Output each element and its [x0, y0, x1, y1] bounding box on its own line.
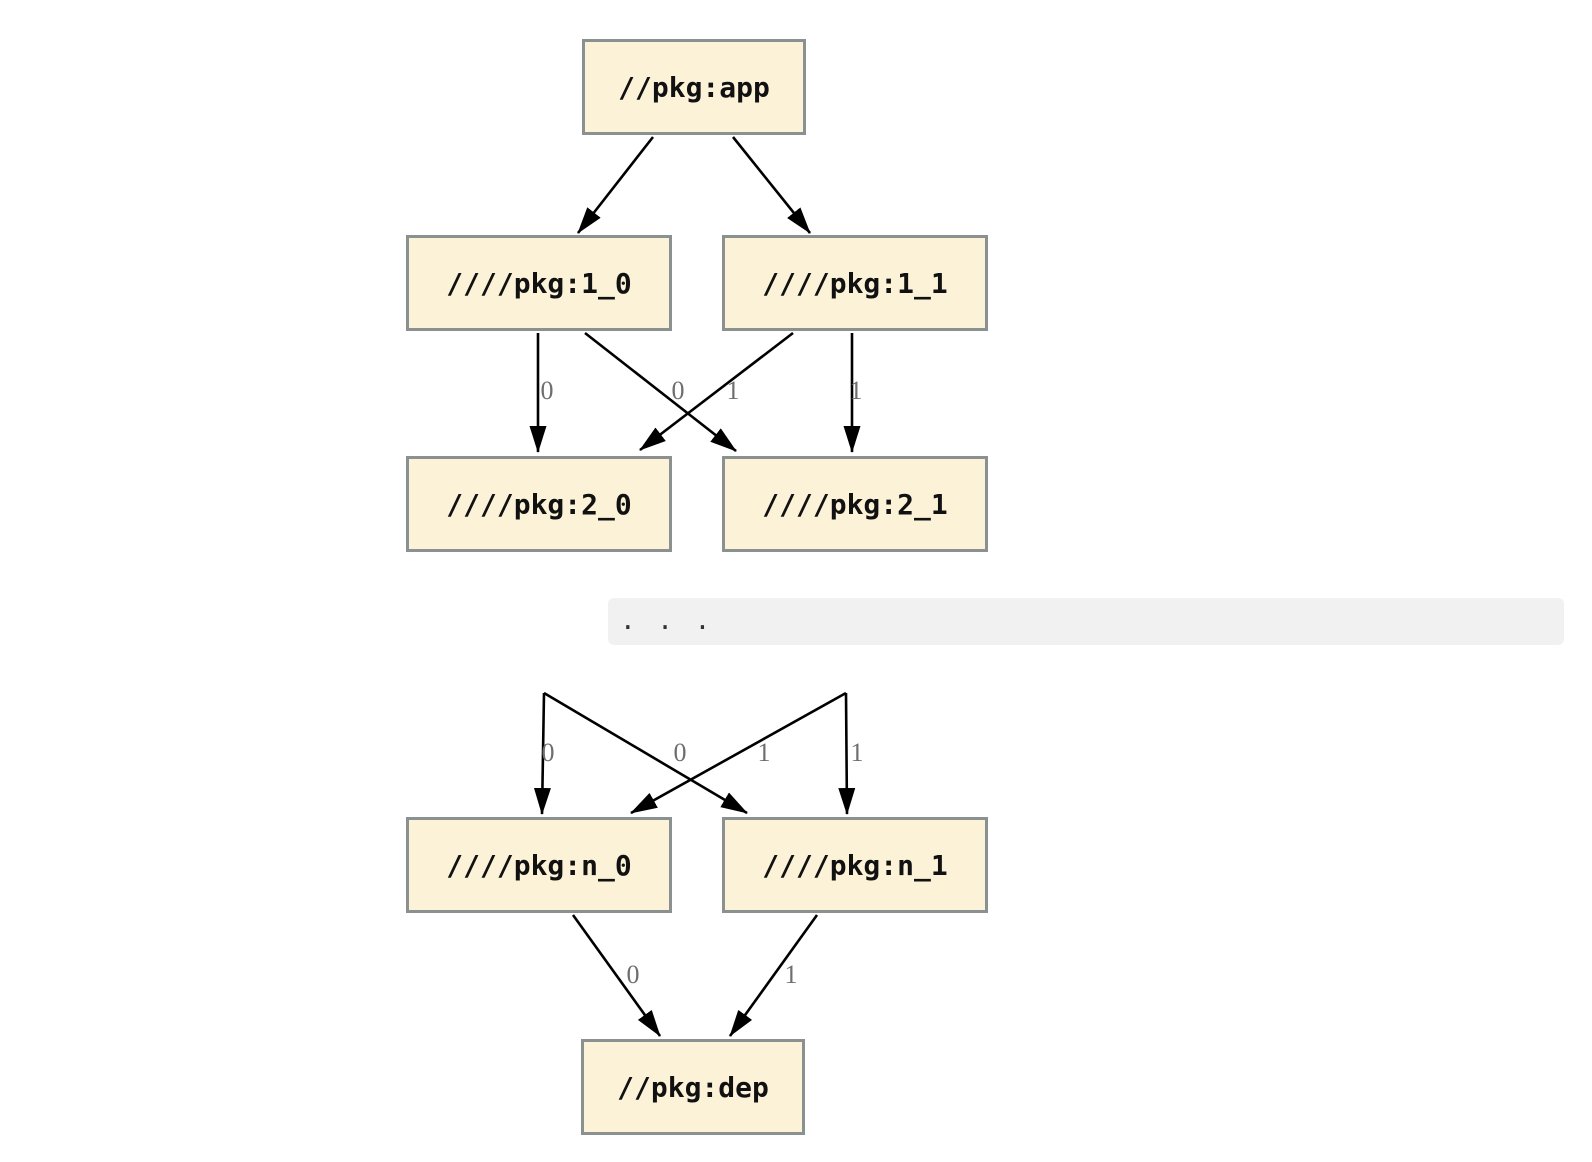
- edge-1_1-to-2_0: [639, 331, 794, 452]
- node-pkg-1_1: ////pkg:1_1: [722, 235, 988, 331]
- edge-label: 0: [542, 738, 555, 767]
- edge-label: 0: [674, 738, 687, 767]
- edge-label: 0: [672, 376, 685, 405]
- node-pkg-n_1: ////pkg:n_1: [722, 817, 988, 913]
- edge-label: 0: [627, 960, 640, 989]
- edge-prev0-to-n_0: [533, 692, 551, 815]
- edge-label: 1: [727, 376, 740, 405]
- node-pkg-2_1: ////pkg:2_1: [722, 456, 988, 552]
- edge-prev1-to-n_1: [838, 692, 856, 815]
- node-pkg-n_0: ////pkg:n_0: [406, 817, 672, 913]
- edge-n_0-to-dep: [571, 914, 662, 1037]
- node-pkg-2_0: ////pkg:2_0: [406, 456, 672, 552]
- edge-label: 0: [541, 376, 554, 405]
- edge-n_1-to-dep: [728, 914, 819, 1037]
- edge-label: 1: [850, 376, 863, 405]
- edge-prev0-to-n_1: [543, 691, 748, 815]
- node-pkg-dep: //pkg:dep: [581, 1039, 805, 1135]
- node-pkg-app: //pkg:app: [582, 39, 806, 135]
- edge-label: 1: [785, 960, 798, 989]
- edge-app-to-1_0: [576, 136, 655, 234]
- edge-label: 1: [851, 738, 864, 767]
- node-pkg-1_0: ////pkg:1_0: [406, 235, 672, 331]
- ellipsis-text: . . .: [620, 606, 714, 636]
- edge-app-to-1_1: [731, 136, 812, 234]
- ellipsis-code-band: . . .: [608, 598, 1564, 645]
- edge-label: 1: [758, 738, 771, 767]
- edge-1_0-to-2_1: [584, 331, 737, 453]
- edge-prev1-to-n_0: [630, 691, 847, 815]
